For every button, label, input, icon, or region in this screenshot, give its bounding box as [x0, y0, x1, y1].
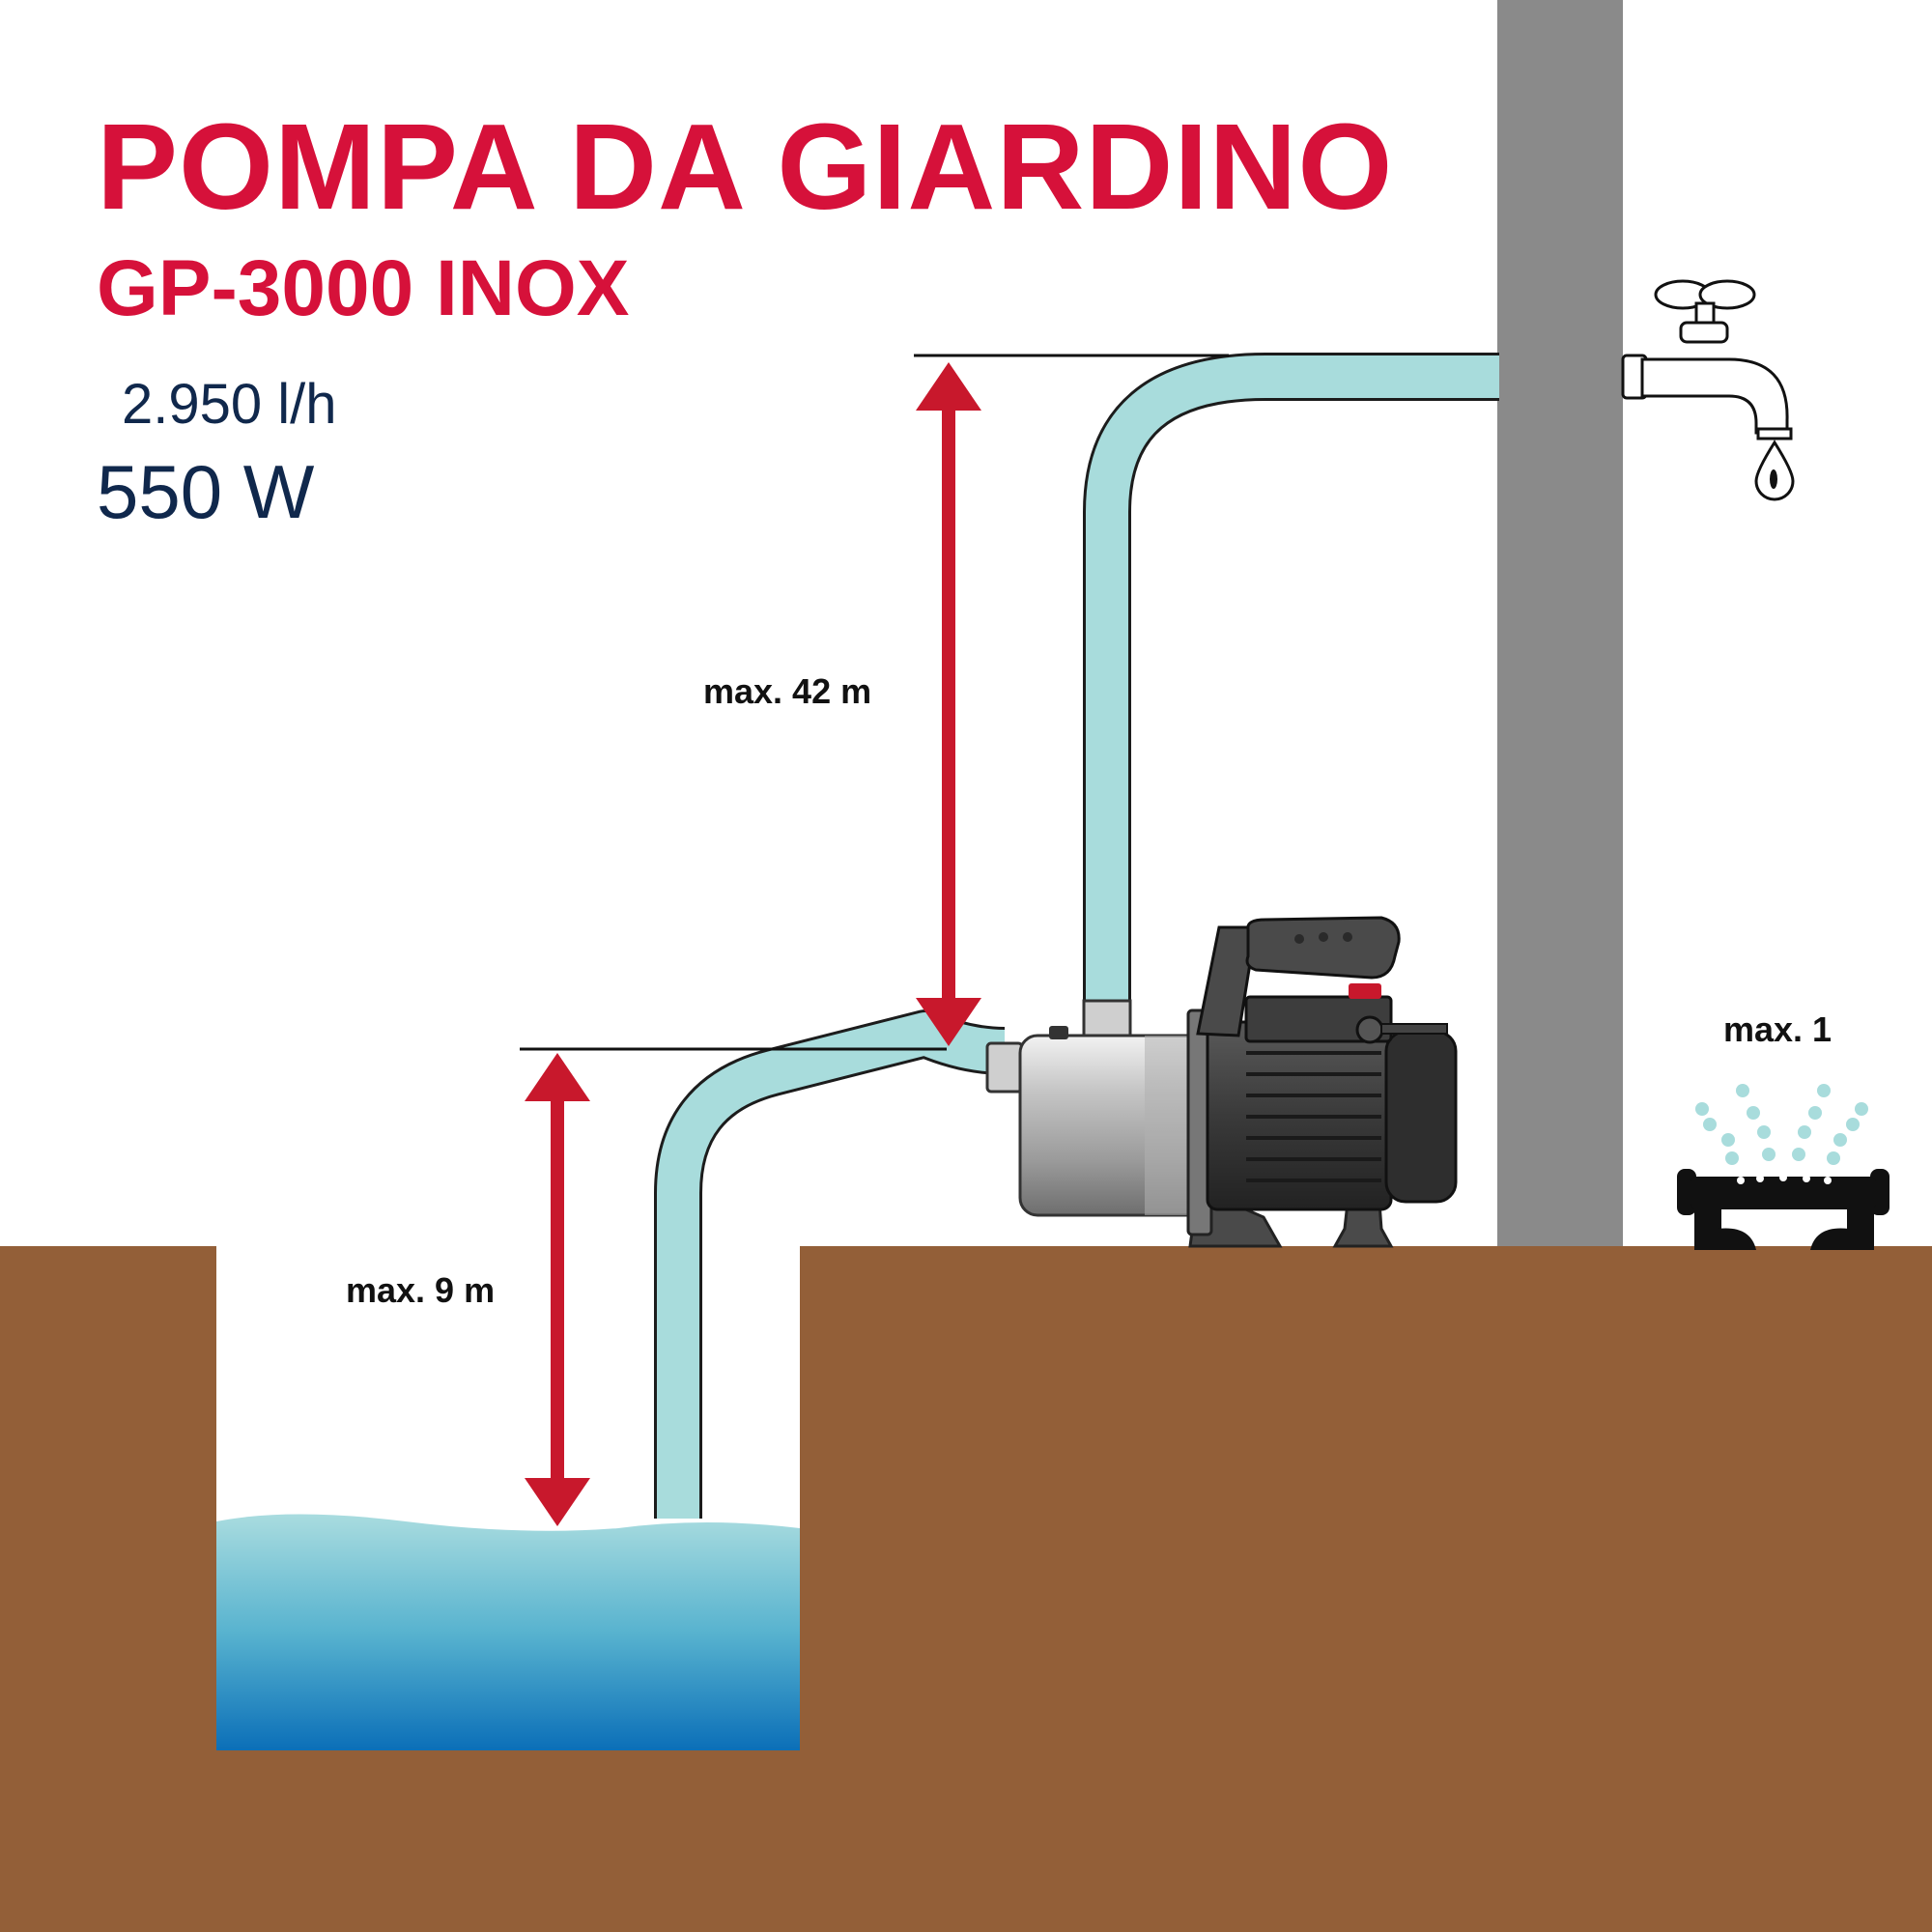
suction-hose [654, 1009, 1006, 1519]
water-tap-icon [1621, 279, 1793, 440]
water-drop-shine [1770, 469, 1777, 489]
model-name: GP-3000 INOX [97, 244, 630, 332]
garden-pump-icon [985, 916, 1458, 1248]
ground-soil [0, 1246, 1932, 1932]
suction-depth-label: max. 9 m [346, 1270, 496, 1310]
wall [1497, 0, 1623, 1246]
well-water [216, 1514, 800, 1750]
flow-rate: 2.950 l/h [122, 373, 337, 436]
delivery-height-label: max. 42 m [703, 671, 872, 711]
page-title: POMPA DA GIARDINO [97, 99, 1394, 235]
sprinkler-label: max. 1 [1723, 1009, 1833, 1049]
delivery-height-arrow [916, 362, 981, 1046]
delivery-hose [1083, 353, 1499, 1009]
suction-depth-arrow [525, 1053, 590, 1526]
power-rating: 550 W [97, 449, 315, 534]
lawn-sprinkler-icon [1677, 1084, 1889, 1250]
